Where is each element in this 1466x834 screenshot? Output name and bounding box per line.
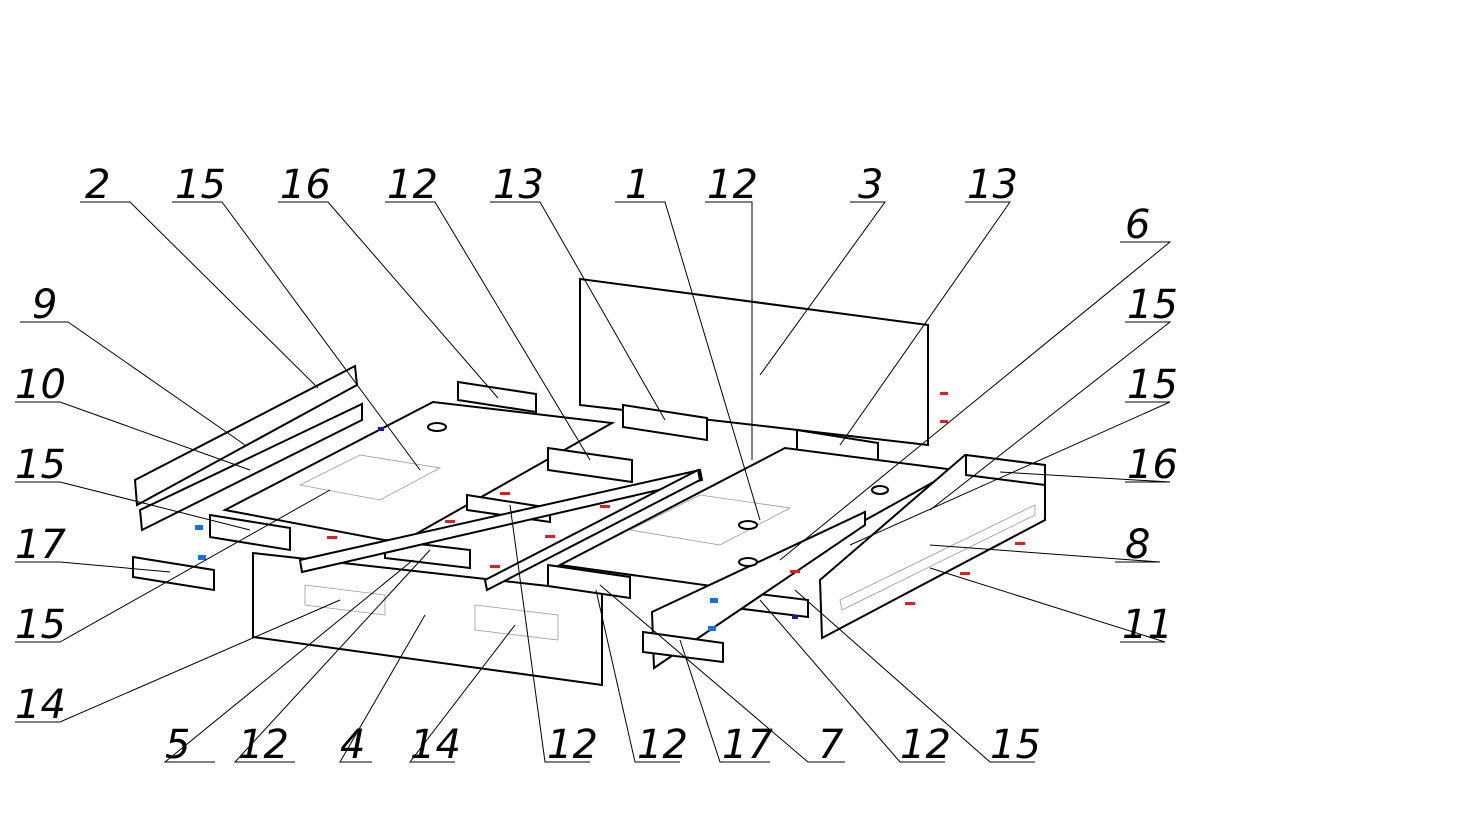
label-left: 14 — [15, 682, 66, 728]
fastener-dark-blue — [792, 615, 798, 619]
fastener-red — [905, 602, 915, 605]
part-slat-panel-left — [221, 400, 616, 545]
label-right: 15 — [1127, 362, 1178, 408]
part-block-15-left — [209, 513, 291, 552]
label-left: 15 — [15, 602, 66, 648]
label-right: 6 — [1125, 202, 1150, 248]
hole — [871, 485, 889, 495]
part-slat-left-inner — [298, 454, 442, 501]
label-right: 11 — [1122, 602, 1173, 648]
label-left: 9 — [32, 282, 57, 328]
hole — [738, 557, 758, 567]
fastener-red — [940, 420, 948, 423]
label-bottom: 12 — [547, 722, 598, 768]
part-center-beam-6 — [483, 468, 702, 592]
part-footboard-cutout-left — [304, 584, 386, 616]
label-bottom: 15 — [990, 722, 1041, 768]
fastener-red — [1015, 542, 1025, 545]
fastener-red — [960, 572, 970, 575]
label-top: 12 — [707, 162, 758, 208]
fastener-blue — [198, 555, 206, 560]
label-bottom: 14 — [410, 722, 461, 768]
leader-lines — [15, 201, 1172, 763]
label-bottom: 5 — [165, 722, 190, 768]
label-top: 3 — [858, 162, 883, 208]
part-block-17-right — [642, 630, 724, 664]
part-block-12-a — [547, 446, 633, 484]
part-side-rail-10 — [138, 402, 363, 532]
label-top: 12 — [387, 162, 438, 208]
label-bottom: 12 — [637, 722, 688, 768]
fastener-red — [327, 536, 337, 539]
fastener-red — [545, 535, 555, 538]
label-top: 2 — [85, 162, 110, 208]
fastener-red — [600, 505, 610, 508]
fastener-red — [490, 565, 500, 568]
fastener-dark-blue — [378, 427, 384, 431]
fastener-red — [940, 392, 948, 395]
part-block-16-right — [965, 453, 1046, 487]
hole — [738, 520, 758, 530]
label-bottom: 7 — [818, 722, 844, 768]
part-center-beam-5 — [298, 468, 704, 574]
part-side-box-8 — [818, 453, 1046, 640]
label-right: 15 — [1127, 282, 1178, 328]
label-bottom: 17 — [722, 722, 773, 768]
fastener-red — [445, 520, 455, 523]
parts — [132, 277, 1046, 687]
part-side-box-inner — [839, 504, 1036, 611]
label-top: 15 — [175, 162, 226, 208]
label-top: 13 — [493, 162, 544, 208]
fastener-blue — [195, 525, 203, 530]
label-bottom: 12 — [900, 722, 951, 768]
label-bottom: 4 — [340, 722, 365, 768]
part-block-13-left — [622, 403, 708, 442]
label-bottom: 12 — [238, 722, 289, 768]
label-left: 10 — [15, 362, 66, 408]
part-slat-right-inner — [628, 494, 792, 546]
part-headboard — [579, 277, 929, 447]
fastener-red — [790, 570, 800, 573]
label-top: 13 — [967, 162, 1018, 208]
label-right: 8 — [1125, 522, 1150, 568]
label-right: 16 — [1127, 442, 1178, 488]
hole — [427, 422, 447, 432]
part-block-12-d — [547, 563, 631, 600]
part-labels: 2 15 16 12 13 1 12 3 13 6 15 15 16 8 11 … — [15, 162, 1178, 768]
part-block-17-left — [132, 555, 215, 592]
label-left: 15 — [15, 442, 66, 488]
fastener-blue — [710, 598, 718, 603]
label-top: 1 — [625, 162, 650, 208]
fasteners — [195, 392, 1025, 631]
fastener-red — [500, 492, 510, 495]
fastener-blue — [708, 626, 716, 631]
label-left: 17 — [15, 522, 66, 568]
part-footboard-cutout-right — [474, 604, 559, 641]
label-top: 16 — [280, 162, 331, 208]
